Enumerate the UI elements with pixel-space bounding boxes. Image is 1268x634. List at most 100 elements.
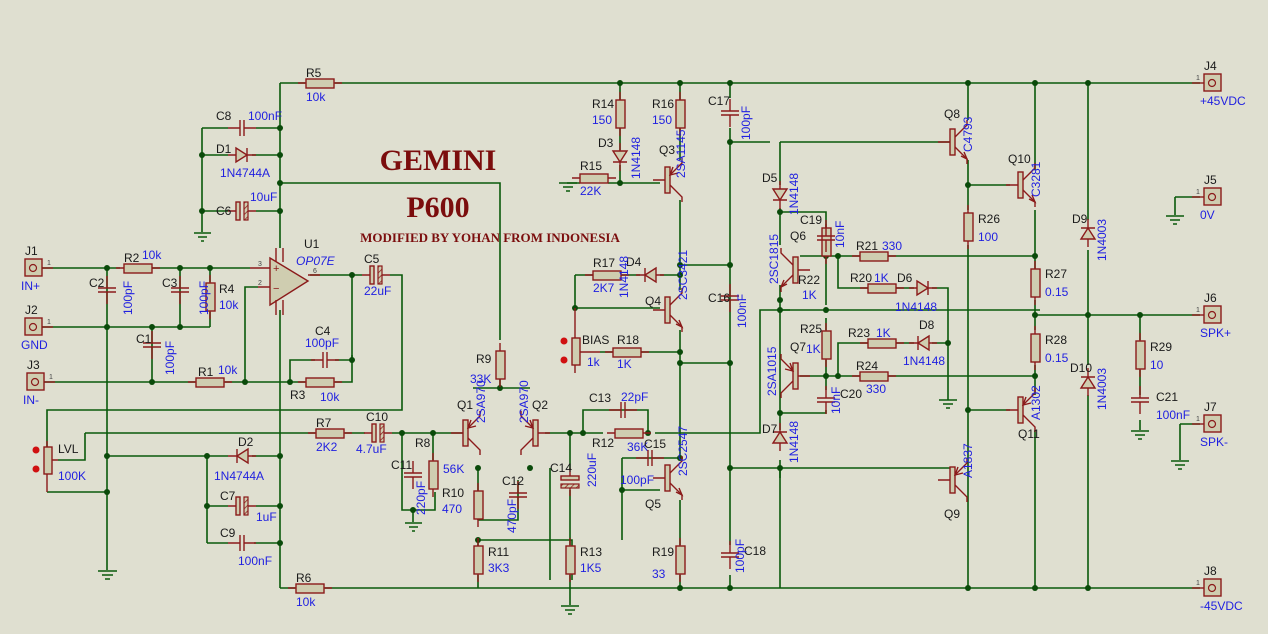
pin-label: 2 [258, 280, 262, 287]
connector-j8[interactable]: 1J8-45VDC [1192, 564, 1243, 613]
connector-label: IN+ [21, 279, 40, 293]
capacitor-ref: C11 [391, 458, 412, 472]
resistor-ref: R4 [219, 282, 235, 296]
capacitor-ref: C3 [162, 276, 178, 290]
connector-ref: J5 [1204, 173, 1217, 187]
resistor-ref: R14 [592, 97, 614, 111]
pot-bias-value: 1k [587, 355, 601, 369]
resistor-ref: R18 [617, 333, 639, 347]
junctions [104, 80, 1143, 591]
pot-lvl[interactable]: LVL 100K [32, 441, 87, 492]
ground-icon [939, 399, 957, 409]
opamp-u1[interactable]: + − U1 OP07E 3 2 6 [250, 237, 336, 315]
pin-label: 1 [47, 319, 51, 326]
resistor-ref: R21 [856, 239, 878, 253]
resistor-ref: R7 [316, 416, 332, 430]
connector-j4[interactable]: 1J4+45VDC [1192, 59, 1246, 108]
pot-bias[interactable]: BIAS 1k [560, 308, 610, 373]
title-gemini: GEMINI [380, 144, 497, 177]
resistor-value: 1K [806, 342, 821, 356]
ground-symbols [98, 182, 1189, 615]
capacitor-ref: C5 [364, 252, 380, 266]
pin-label: 1 [47, 260, 51, 267]
